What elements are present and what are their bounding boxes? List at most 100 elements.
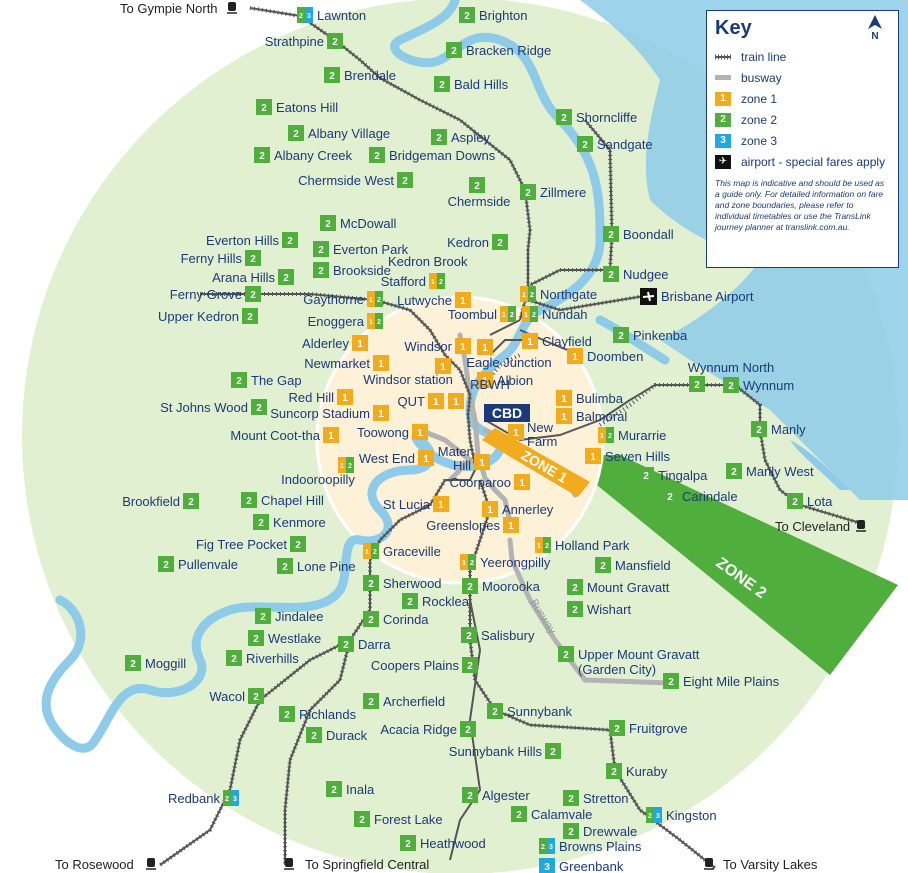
svg-text:1: 1 (561, 412, 567, 423)
svg-text:2: 2 (293, 129, 299, 140)
station-label: Sunnybank Hills (449, 744, 543, 759)
zone-badge: 2 (606, 763, 622, 779)
cbd-box (484, 404, 530, 422)
zone-badge: 1 (428, 393, 444, 409)
station-label: Newmarket (304, 356, 370, 371)
zone-badge: 2 (363, 575, 379, 591)
station-label: Shorncliffe (576, 110, 637, 125)
zone-badge: 2 (400, 835, 416, 851)
station-label: McDowall (340, 216, 396, 231)
station-label: Durack (326, 728, 368, 743)
airport-icon: ✈ (715, 154, 731, 169)
svg-text:3: 3 (307, 13, 311, 20)
busway-south (507, 537, 673, 686)
north-arrow-icon: N (866, 15, 884, 45)
svg-text:2: 2 (188, 497, 194, 508)
station-zillmere: 2 Zillmere (520, 184, 586, 200)
zone-badge: 1 (412, 424, 428, 440)
svg-text:2: 2 (439, 80, 445, 91)
station-label: Annerley (502, 502, 554, 517)
station-label: Boondall (623, 227, 674, 242)
svg-text:2: 2 (497, 238, 503, 249)
zone-badge: 2 (248, 688, 264, 704)
key-item-label: zone 3 (741, 133, 778, 148)
zone-badge: 2 (253, 514, 269, 530)
station-label: Kenmore (273, 515, 326, 530)
station-label: Suncorp Stadium (270, 406, 370, 421)
zone-1-banner (482, 428, 590, 497)
train-icon (856, 520, 866, 532)
zone-badge: 2 (158, 556, 174, 572)
zone-badge: 2 (279, 706, 295, 722)
station-label: Coorparoo (450, 475, 511, 490)
svg-text:2: 2 (568, 827, 574, 838)
station-label: St Lucia (383, 497, 431, 512)
zone-badge: 2 (277, 558, 293, 574)
svg-text:1: 1 (572, 352, 578, 363)
svg-text:2: 2 (253, 634, 259, 645)
zone-badge: 2 (563, 823, 579, 839)
external-to-gympie-north: To Gympie North (120, 1, 237, 16)
svg-text:2: 2 (368, 579, 374, 590)
zone-badge: 1 (556, 390, 572, 406)
station-label: Eagle Junction (466, 355, 551, 370)
station-label: Riverhills (246, 651, 299, 666)
train-icon (704, 858, 714, 870)
zone-badge: 2 (469, 177, 485, 193)
zone-badge: 2 (751, 421, 767, 437)
svg-text:2: 2 (545, 543, 549, 550)
station-label: The Gap (251, 373, 302, 388)
svg-text:2: 2 (668, 677, 674, 688)
station-label: Mansfield (615, 558, 671, 573)
station-label: Bracken Ridge (466, 43, 551, 58)
svg-text:2: 2 (525, 188, 531, 199)
zone-badge: 2 (320, 215, 336, 231)
station-label: Darra (358, 637, 391, 652)
station-label: Browns Plains (559, 839, 642, 854)
zone-badge: 2 (662, 488, 678, 504)
station-label: Brisbane Airport (661, 289, 754, 304)
zone-badge: 1 (508, 424, 524, 440)
svg-text:2: 2 (492, 707, 498, 718)
station-label: Zillmere (540, 185, 586, 200)
zone-badge: 2 (613, 327, 629, 343)
zone-badge: 2 (603, 226, 619, 242)
svg-text:2: 2 (299, 13, 303, 20)
zone-3-swatch: 3 (715, 133, 731, 148)
svg-text:2: 2 (407, 597, 413, 608)
zone-badge: 2 (577, 136, 593, 152)
zone-badge: 1 (474, 454, 490, 470)
svg-text:To Varsity Lakes: To Varsity Lakes (723, 857, 818, 872)
key-item-label: airport - special fares apply (741, 154, 886, 169)
station-label: Fig Tree Pocket (196, 537, 287, 552)
station-label: Windsor station (363, 372, 453, 387)
station-kenmore: 2 Kenmore (253, 514, 326, 530)
station-label: St Johns Wood (160, 400, 248, 415)
svg-text:2: 2 (541, 844, 545, 851)
external-to-cleveland: To Cleveland (775, 519, 866, 534)
zone-badge: 2 (251, 399, 267, 415)
station-mcdowall: 2 McDowall (320, 215, 396, 231)
station-label: Arana Hills (212, 270, 275, 285)
zone-badge: 2 (520, 184, 536, 200)
